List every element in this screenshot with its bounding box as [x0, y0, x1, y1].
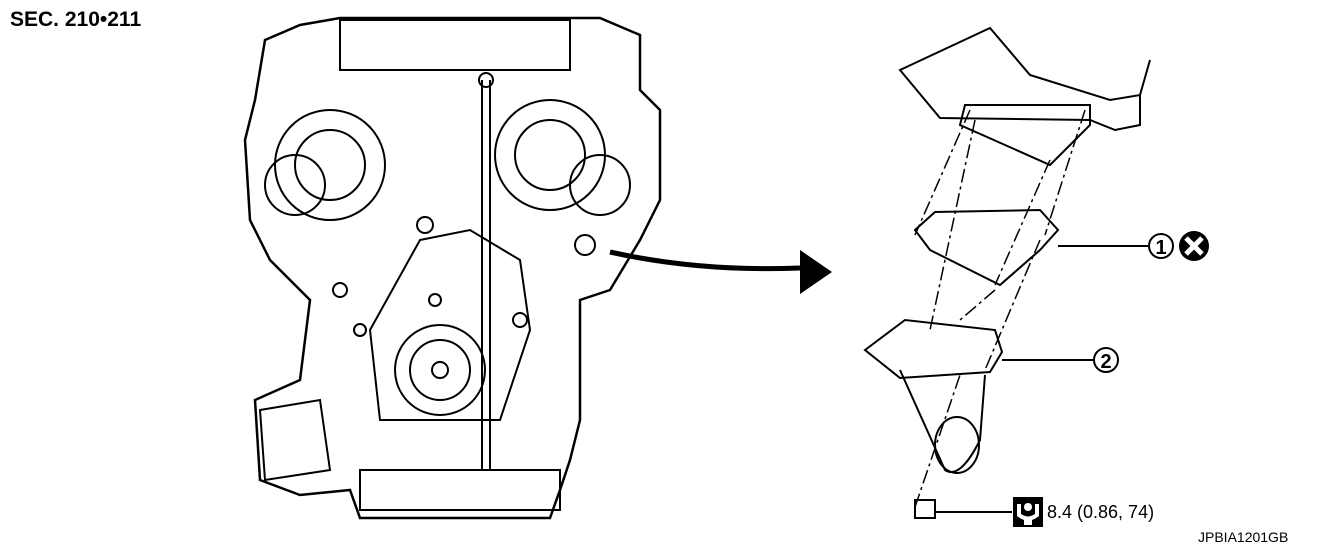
torque-wrench-icon	[1013, 497, 1043, 527]
torque-value: 8.4 (0.86, 74)	[1047, 502, 1155, 522]
engine-illustration	[243, 16, 662, 520]
arrow-head	[800, 250, 832, 294]
bolt-icon	[914, 499, 936, 519]
gasket-housing-illustration	[863, 26, 1151, 519]
pointer-arrow	[609, 249, 801, 272]
water-outlet-2	[863, 318, 1004, 380]
callout-2: 2	[1093, 347, 1119, 373]
figure-code: JPBIA1201GB	[1198, 529, 1289, 545]
gasket-1	[913, 208, 1060, 287]
do-not-reuse-icon	[1179, 231, 1209, 261]
section-label: SEC. 210•211	[10, 8, 142, 31]
callout-1: 1	[1148, 233, 1174, 259]
